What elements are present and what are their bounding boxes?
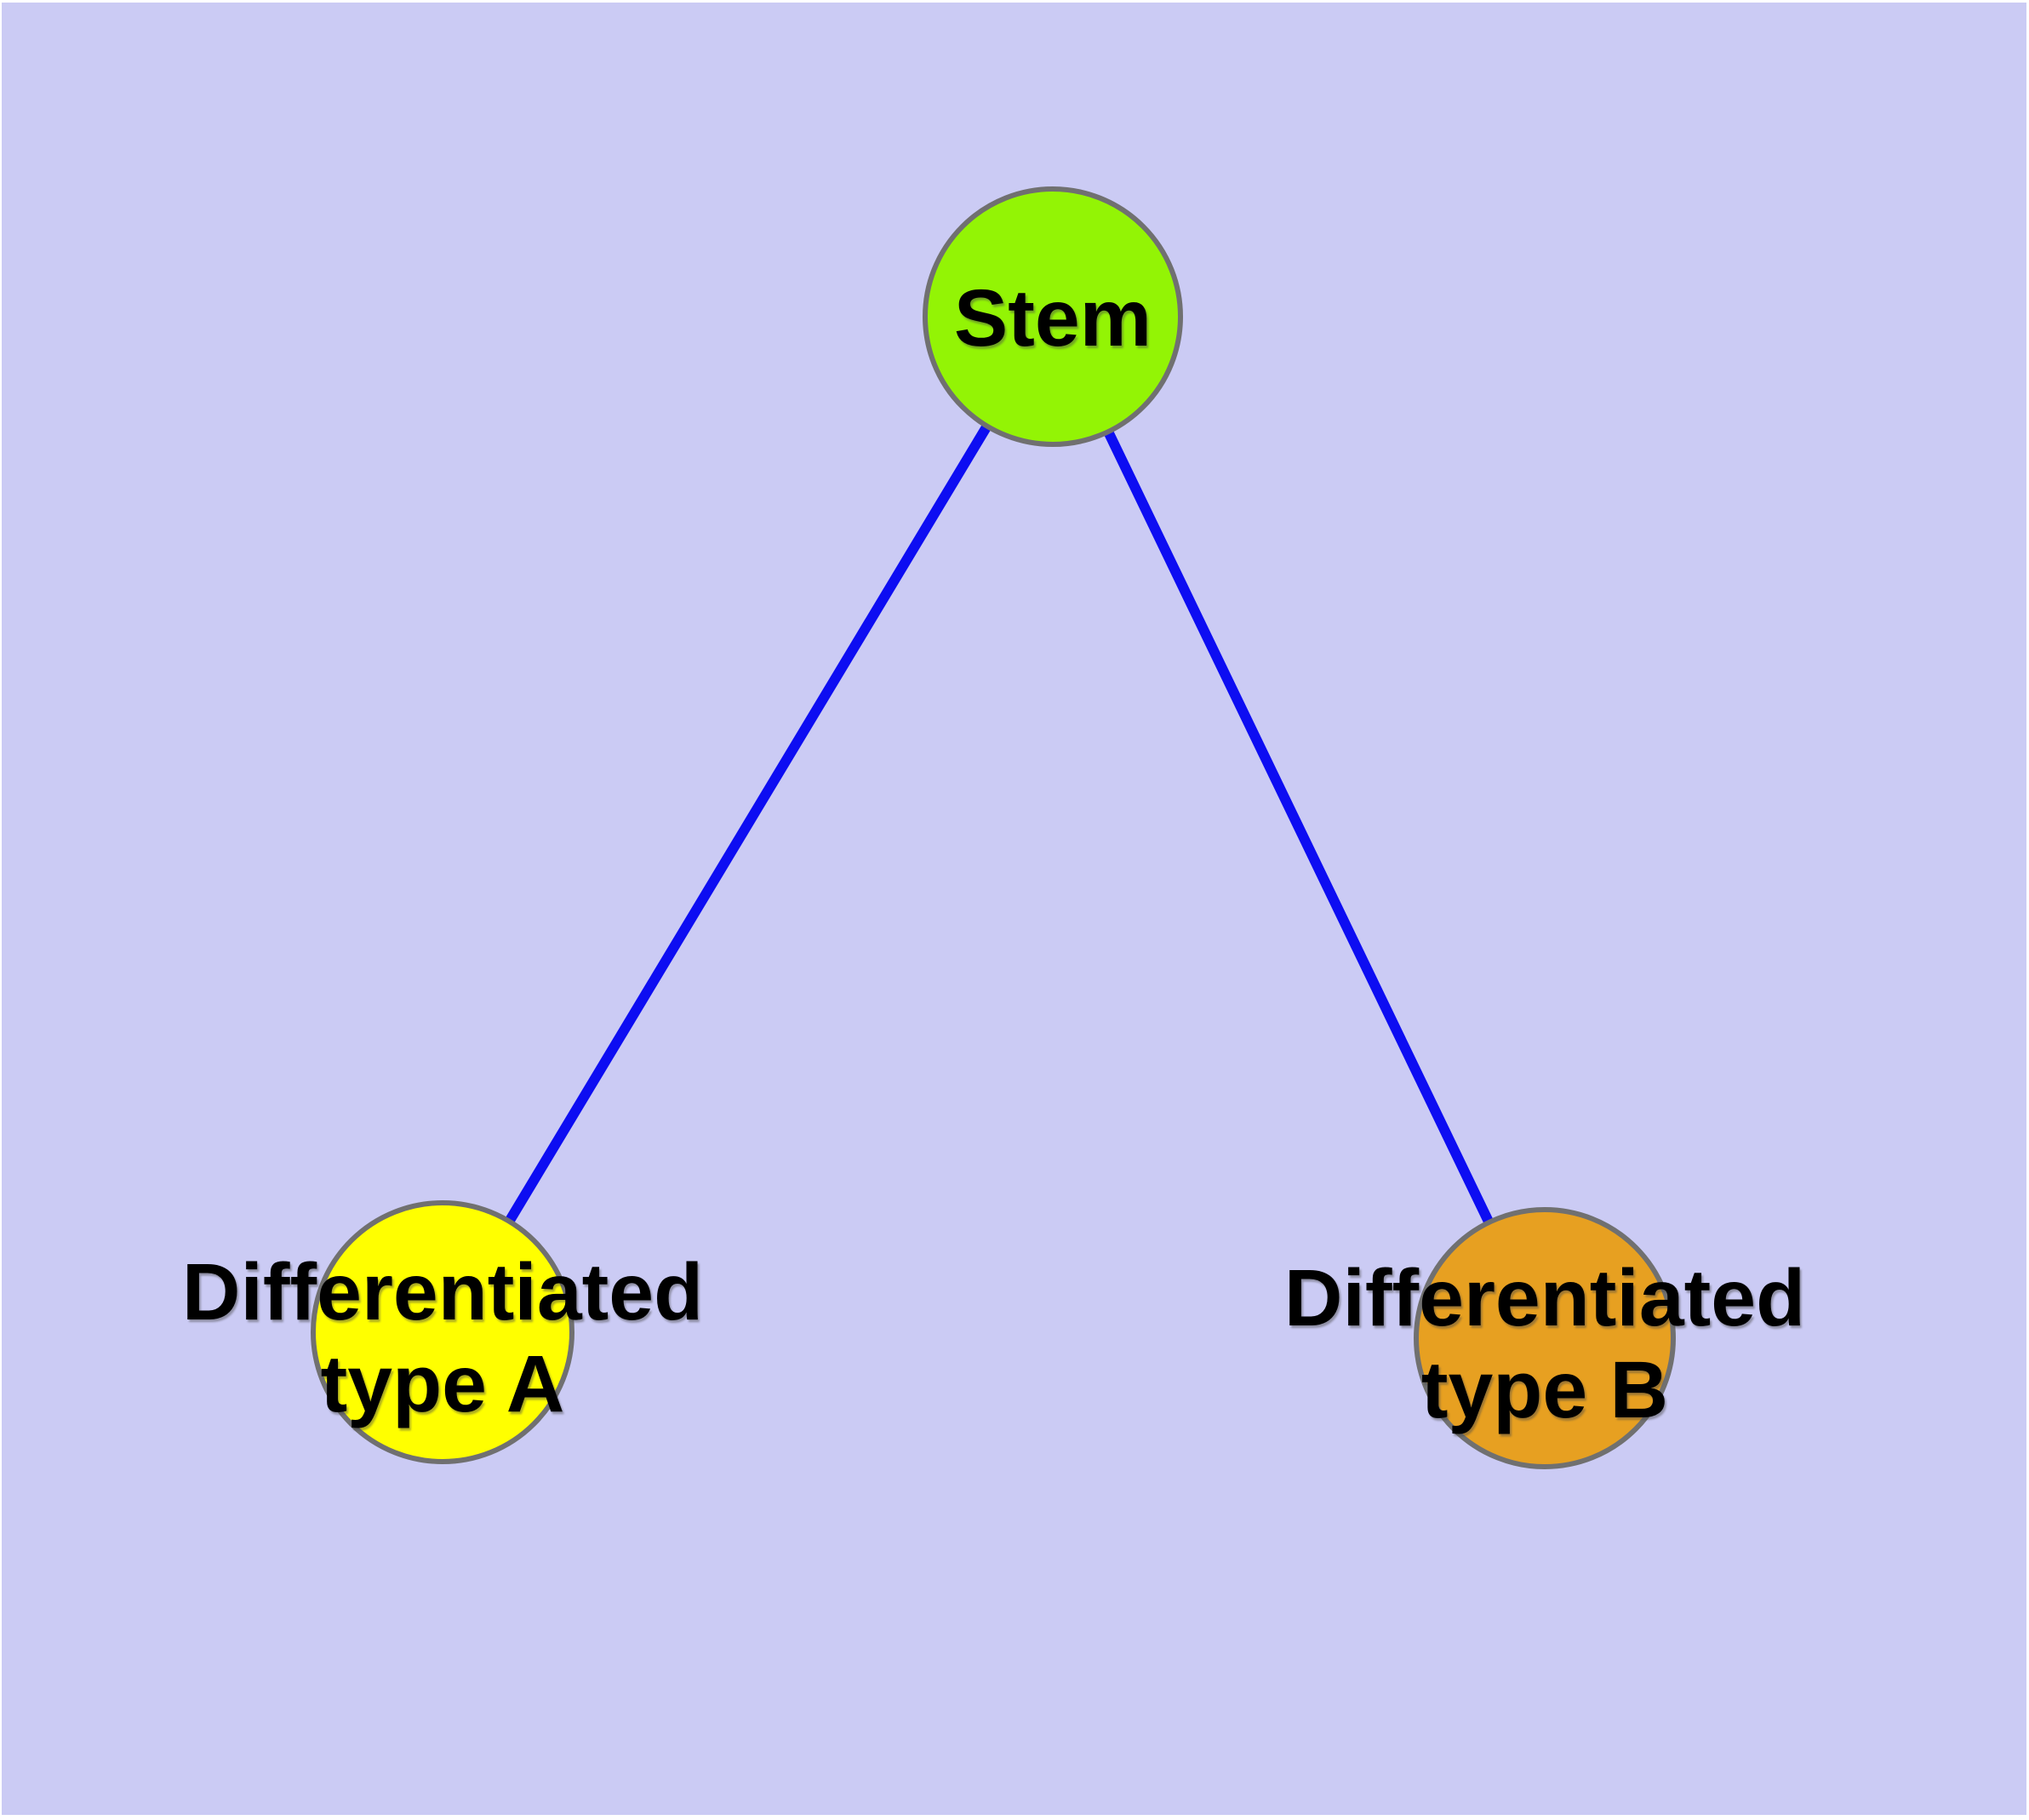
- node-differentiated-type-b-label-line2: type B: [1421, 1345, 1668, 1435]
- node-differentiated-type-a-label-line1: Differentiated: [182, 1247, 703, 1337]
- node-stem-label: Stem: [954, 273, 1152, 363]
- node-differentiated-type-a-circle: [311, 1200, 574, 1464]
- edge-stem-to-type-b: [1048, 314, 1550, 1341]
- node-stem: Stem: [923, 186, 1183, 447]
- edge-stem-to-type-a: [437, 313, 1058, 1336]
- node-differentiated-type-b-label-line1: Differentiated: [1284, 1253, 1805, 1343]
- node-differentiated-type-a-label-line2: type A: [321, 1339, 565, 1429]
- node-differentiated-type-a: Differentiated type A: [182, 1200, 703, 1464]
- node-differentiated-type-b-circle: [1414, 1207, 1676, 1469]
- node-differentiated-type-b: Differentiated type B: [1284, 1207, 1805, 1469]
- node-stem-circle: [923, 186, 1183, 447]
